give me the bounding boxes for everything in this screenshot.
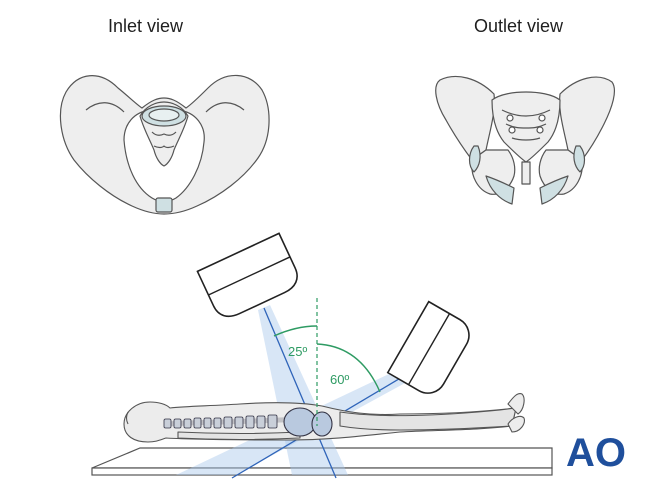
ao-logo-icon: AO [566, 431, 626, 475]
ao-logo-text: AO [566, 431, 626, 475]
inlet-angle-arc [273, 325, 318, 337]
outlet-angle-arc [316, 343, 381, 393]
xray-tube-icon [196, 232, 298, 318]
pelvis-outlet-illustration [435, 75, 616, 205]
xray-tube-icon [386, 300, 470, 394]
outlet-view-label: Outlet view [474, 16, 564, 36]
xray-table [91, 447, 553, 476]
pelvis-inlet-illustration [59, 74, 270, 215]
inlet-view-label: Inlet view [108, 16, 184, 36]
inlet-angle-label: 25º [288, 344, 307, 359]
spine-vertebrae [163, 414, 278, 429]
outlet-angle-label: 60º [330, 372, 349, 387]
supine-patient-illustration [123, 392, 525, 443]
